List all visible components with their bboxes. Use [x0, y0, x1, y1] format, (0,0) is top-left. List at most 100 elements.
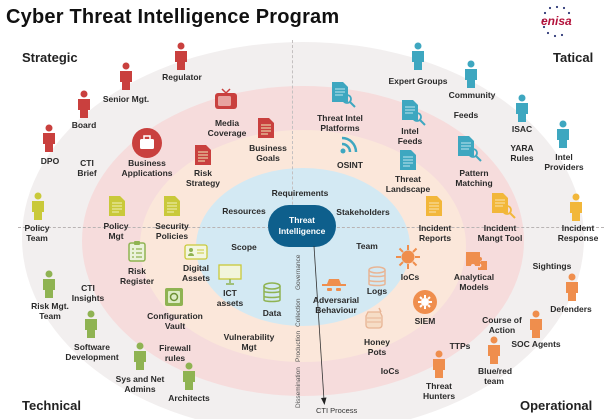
person-icon: [412, 42, 424, 70]
document-icon: [164, 196, 180, 216]
label-firewall-rules: Firewall rules: [159, 343, 191, 363]
vault-icon: [165, 288, 183, 306]
label-team: Team: [356, 241, 378, 251]
document-icon: [400, 150, 416, 170]
label-threat-intel-platforms: Threat Intel Platforms: [317, 113, 363, 133]
person-icon: [183, 362, 195, 390]
label-cti-brief: CTI Brief: [77, 158, 97, 178]
document-search-icon: [332, 82, 356, 108]
clipboard-checklist-icon: [128, 241, 146, 262]
person-icon: [78, 90, 90, 118]
monitor-icon: [218, 264, 242, 285]
stage-collection: Collection: [295, 298, 302, 327]
stage-dissemination: Dissemination: [295, 367, 302, 408]
label-incident-response: Incident Response: [557, 223, 599, 243]
label-security-policies: Security Policies: [155, 221, 189, 241]
label-pattern-matching: Pattern Matching: [455, 168, 493, 188]
label-soc-agents: SOC Agents: [511, 339, 561, 349]
label-siem: SIEM: [414, 316, 436, 326]
label-policy-mgt: Policy Mgt: [103, 221, 129, 241]
person-icon: [85, 310, 97, 338]
quadrant-technical: Technical: [22, 398, 82, 413]
person-icon: [530, 310, 542, 338]
label-incident-reports: Incident Reports: [418, 223, 452, 243]
label-risk-register: Risk Register: [119, 266, 154, 286]
document-icon: [258, 118, 274, 138]
honey-pot-icon: [365, 307, 383, 329]
label-feeds: Feeds: [453, 110, 479, 120]
label-senior-mgt: Senior Mgt.: [102, 94, 150, 104]
person-icon: [43, 270, 55, 298]
person-icon: [43, 124, 55, 152]
label-business-applications: Business Applications: [121, 158, 173, 178]
label-business-goals: Business Goals: [249, 143, 287, 163]
person-icon: [488, 336, 500, 364]
label-digital-assets: Digital Assets: [182, 263, 210, 283]
threat-intelligence-core: Threat Intelligence: [268, 205, 336, 247]
document-search-icon: [458, 136, 482, 162]
label-defenders: Defenders: [550, 304, 592, 314]
person-icon: [134, 342, 146, 370]
label-blue-red-team: Blue/red team: [478, 366, 513, 386]
person-icon: [433, 350, 445, 378]
core-line-2: Intelligence: [278, 226, 326, 236]
label-yara-rules: YARA Rules: [510, 143, 534, 163]
label-incident-mangt-tool: Incident Mangt Tool: [477, 223, 523, 243]
stage-governance: Governance: [295, 254, 302, 290]
label-intel-providers: Intel Providers: [544, 152, 584, 172]
label-community: Community: [448, 90, 496, 100]
person-icon: [120, 62, 132, 90]
vertical-divider: [292, 40, 293, 235]
quadrant-strategic: Strategic: [22, 50, 78, 65]
label-threat-hunters: Threat Hunters: [422, 381, 456, 401]
label-regulator: Regulator: [162, 72, 202, 82]
id-card-icon: [184, 244, 208, 260]
label-resources: Resources: [222, 206, 266, 216]
page-title: Cyber Threat Intelligence Program: [6, 6, 340, 28]
tv-icon: [215, 88, 237, 109]
label-course-of-action: Course of Action: [482, 315, 522, 335]
label-data: Data: [262, 308, 282, 318]
label-analytical-models: Analytical Models: [453, 272, 495, 292]
spy-hat-icon: [322, 279, 346, 291]
label-cti-process: CTI Process: [316, 406, 358, 415]
core-line-1: Threat: [289, 215, 315, 225]
label-sightings: Sightings: [532, 261, 572, 271]
document-icon: [109, 196, 125, 216]
ring-governance: [196, 168, 410, 326]
gear-icon: [413, 290, 437, 314]
person-icon: [570, 193, 582, 221]
label-logs: Logs: [366, 286, 388, 296]
label-intel-feeds: Intel Feeds: [397, 126, 423, 146]
database-icon: [263, 282, 281, 303]
label-sys-and-net-admins: Sys and Net Admins: [115, 374, 165, 394]
document-search-icon: [492, 193, 516, 219]
puzzle-icon: [466, 252, 487, 270]
label-expert-groups: Expert Groups: [388, 76, 448, 86]
person-icon: [465, 60, 477, 88]
label-vulnerability-mgt: Vulnerability Mgt: [223, 332, 275, 352]
label-ttps: TTPs: [449, 341, 471, 351]
person-icon: [32, 192, 44, 220]
rss-icon: [340, 136, 358, 154]
label-iocs-inner: IoCs: [400, 272, 420, 282]
label-threat-landscape: Threat Landscape: [385, 174, 431, 194]
label-osint: OSINT: [337, 160, 363, 170]
cti-process-arrow-icon: [313, 246, 327, 405]
person-icon: [175, 42, 187, 70]
label-architects: Architects: [168, 393, 210, 403]
label-media-coverage: Media Coverage: [207, 118, 247, 138]
label-risk-strategy: Risk Strategy: [185, 168, 220, 188]
label-honey-pots: Honey Pots: [364, 337, 390, 357]
label-requirements: Requirements: [271, 188, 329, 198]
label-policy-team: Policy Team: [24, 223, 50, 243]
document-icon: [195, 145, 211, 165]
label-cti-insights: CTI Insights: [71, 283, 105, 303]
database-icon: [368, 266, 386, 287]
label-board: Board: [71, 120, 97, 130]
stage-production: Production: [295, 330, 302, 362]
person-icon: [566, 273, 578, 301]
document-icon: [426, 196, 442, 216]
person-icon: [557, 120, 569, 148]
